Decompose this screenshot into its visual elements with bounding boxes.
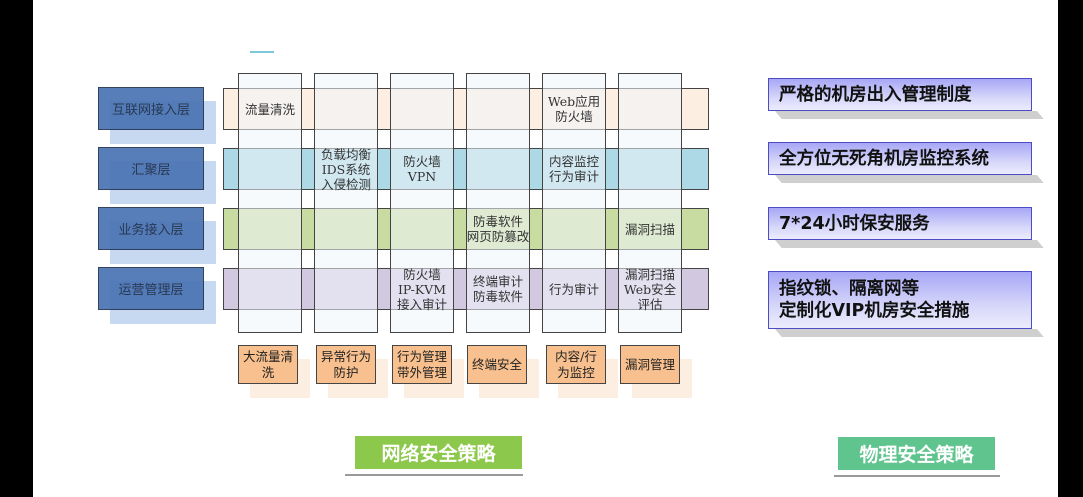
network-strategy-underline	[345, 474, 523, 476]
category-box-6: 漏洞管理	[620, 345, 680, 384]
physical-measure-4: 指纹锁、隔离网等 定制化VIP机房安全措施	[768, 271, 1032, 329]
category-box-1: 大流量清洗	[238, 345, 298, 384]
layer-label-2: 汇聚层	[98, 147, 204, 190]
matrix-cell	[390, 82, 454, 136]
category-box-3: 行为管理带外管理	[392, 345, 452, 384]
matrix-cell: 内容监控 行为审计	[548, 154, 599, 184]
matrix-cell	[618, 142, 682, 196]
matrix-cell: 漏洞扫描 Web安全评估	[623, 266, 677, 312]
network-strategy-label: 网络安全策略	[355, 436, 522, 469]
layer-label-1: 互联网接入层	[98, 87, 204, 130]
layer-label-3: 业务接入层	[98, 207, 204, 250]
security-column-2	[314, 73, 378, 333]
matrix-cell	[238, 202, 302, 256]
matrix-cell	[238, 142, 302, 196]
matrix-cell: 流量清洗	[244, 101, 295, 117]
category-box-4: 终端安全	[467, 345, 527, 384]
security-column-4	[466, 73, 530, 333]
category-box-2: 异常行为防护	[316, 345, 376, 384]
physical-strategy-underline	[834, 475, 1000, 477]
matrix-cell: 防火墙 IP-KVM 接入审计	[396, 266, 447, 312]
physical-measure-1: 严格的机房出入管理制度	[768, 78, 1032, 111]
matrix-cell: 漏洞扫描	[624, 221, 675, 237]
security-column-5	[542, 73, 606, 333]
matrix-cell	[314, 262, 378, 316]
physical-measure-3: 7*24小时保安服务	[768, 207, 1032, 240]
matrix-cell: 防毒软件 网页防篡改	[466, 214, 530, 244]
physical-measure-shadow	[775, 240, 1044, 248]
matrix-cell	[618, 82, 682, 136]
physical-measure-shadow	[775, 111, 1044, 119]
matrix-cell: 负载均衡 IDS系统 入侵检测	[320, 146, 371, 192]
layer-label-4: 运营管理层	[98, 267, 204, 310]
matrix-cell	[390, 202, 454, 256]
matrix-cell: 防火墙 VPN	[403, 154, 441, 184]
matrix-cell: Web应用防火墙	[547, 94, 601, 124]
physical-measure-2: 全方位无死角机房监控系统	[768, 142, 1032, 175]
security-column-1	[238, 73, 302, 333]
matrix-cell	[466, 142, 530, 196]
security-column-6	[618, 73, 682, 333]
security-column-3	[390, 73, 454, 333]
matrix-cell	[238, 262, 302, 316]
physical-measure-shadow	[775, 329, 1044, 337]
matrix-cell	[542, 202, 606, 256]
matrix-cell: 行为审计	[548, 281, 599, 297]
title-accent-line	[250, 51, 274, 53]
slide: 互联网接入层汇聚层业务接入层运营管理层 流量清洗 Web应用防火墙负载均衡 IDS…	[33, 0, 1058, 497]
matrix-cell	[314, 82, 378, 136]
matrix-cell	[314, 202, 378, 256]
matrix-cell	[466, 82, 530, 136]
matrix-cell: 终端审计 防毒软件	[472, 274, 523, 304]
physical-strategy-label: 物理安全策略	[838, 437, 995, 470]
physical-measure-shadow	[775, 175, 1044, 183]
category-box-5: 内容/行为监控	[546, 345, 606, 384]
